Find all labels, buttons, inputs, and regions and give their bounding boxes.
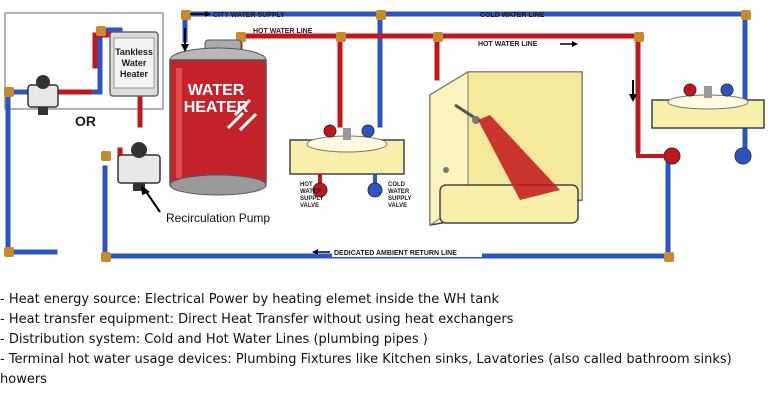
note-heat-transfer: - Heat transfer equipment: Direct Heat T… xyxy=(0,312,514,327)
shower-stall xyxy=(429,71,583,226)
note-terminal-devices: - Terminal hot water usage devices: Plum… xyxy=(0,352,732,367)
or-label: OR xyxy=(75,113,96,129)
tankless-label-2: Water xyxy=(122,58,147,68)
cold-valve-label-1: COLD xyxy=(388,182,406,188)
recirculation-pump-label: Recirculation Pump xyxy=(166,211,270,225)
lavatory-sink xyxy=(651,83,765,129)
notes-list: - Heat energy source: Electrical Power b… xyxy=(0,290,779,390)
bathroom-sink xyxy=(289,124,405,175)
tankless-label-1: Tankless xyxy=(115,47,153,57)
water-heater-tank: WATER HEATER xyxy=(169,39,267,196)
hot-valve-label-3: SUPPLY xyxy=(300,196,323,202)
inset-recirculation-pump xyxy=(27,75,59,115)
pipe-fittings xyxy=(4,10,751,262)
hot-water-line-label-1: HOT WATER LINE xyxy=(253,28,313,35)
hot-supply-valve xyxy=(312,182,328,198)
note-heat-source: - Heat energy source: Electrical Power b… xyxy=(0,292,500,307)
cold-supply-valve xyxy=(367,182,383,198)
recirculation-pump xyxy=(117,142,161,191)
plumbing-diagram: Tankless Water Heater OR Recirculation P… xyxy=(4,10,765,262)
hot-valve-label-4: VALVE xyxy=(300,203,319,209)
water-heater-label-1: WATER xyxy=(188,82,245,99)
water-heater-label-2: HEATER xyxy=(184,99,249,116)
cold-valve-label-3: SUPPLY xyxy=(388,196,411,202)
tankless-label-3: Heater xyxy=(120,69,149,79)
note-distribution: - Distribution system: Cold and Hot Wate… xyxy=(0,332,428,347)
hot-valve-label-2: WATER xyxy=(300,189,322,195)
city-water-supply-label: CITY WATER SUPPLY xyxy=(213,12,285,19)
sink2-cold-valve xyxy=(734,147,752,165)
return-line-label: DEDICATED AMBIENT RETURN LINE xyxy=(334,250,457,257)
hot-water-pipes xyxy=(52,32,641,171)
cold-valve-label-4: VALVE xyxy=(388,203,407,209)
pump-pointer-arrow xyxy=(144,189,161,213)
hot-water-line-label-2: HOT WATER LINE xyxy=(478,41,538,48)
hot-valve-label-1: HOT xyxy=(300,182,313,188)
cold-water-line-label: COLD WATER LINE xyxy=(480,12,545,19)
note-showers: howers xyxy=(0,372,47,387)
cold-valve-label-2: WATER xyxy=(388,189,410,195)
sink2-hot-valve xyxy=(663,147,681,165)
tankless-inset-box xyxy=(4,12,164,110)
tankless-water-heater: Tankless Water Heater xyxy=(109,31,159,97)
